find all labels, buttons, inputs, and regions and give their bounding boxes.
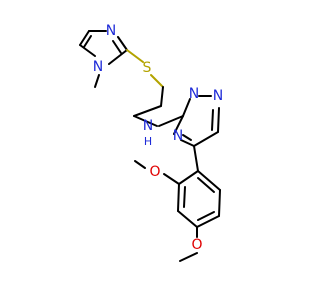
bond-triazine-c3-n2 <box>182 98 191 117</box>
bond-benzene-c5-c6 <box>218 189 221 217</box>
atom-triazine-n2: N <box>189 86 199 102</box>
bond-para-o-methyl <box>179 252 198 262</box>
atom-triazine-n1: N <box>213 88 223 104</box>
bond-triazine-c6-c5 <box>193 131 219 147</box>
bond-benzene-c2-c3 <box>177 183 180 212</box>
atom-imidazole-n3: N <box>106 23 116 39</box>
bond-triazine-aryl <box>193 145 199 172</box>
bond-triazine-n4-c3 <box>173 115 184 135</box>
bond-ch2-ch2 <box>160 86 164 107</box>
bond-benzene-c1-c2 <box>178 170 199 185</box>
bond-imidazole-c2-n1 <box>108 49 128 65</box>
atom-amine-h: H <box>144 135 152 148</box>
bond-benzene-c4-c5-double <box>197 211 215 221</box>
atom-imidazole-n1: N <box>93 59 103 75</box>
bond-ch2-ch2-b <box>133 105 162 117</box>
bond-triazine-c5-n4-double <box>182 134 192 141</box>
bond-triazine-n1-c6-double <box>211 109 214 131</box>
bond-imidazole-n3-c2-double <box>112 40 122 54</box>
bond-benzene-c4-c5 <box>196 215 220 228</box>
atom-sulfur: S <box>143 60 152 76</box>
bond-ch2-amine-n <box>133 115 158 127</box>
atom-triazine-n4: N <box>173 128 183 144</box>
bond-imidazole-c5-c4-double <box>83 35 92 48</box>
bond-aryl-ortho-o <box>163 173 180 185</box>
bond-amine-triazine-c3 <box>158 115 184 127</box>
bond-benzene-c2-c3-double <box>183 186 186 208</box>
bond-methyl-imidazole-n <box>94 74 100 88</box>
bond-benzene-c6-c1-double <box>197 177 215 193</box>
bond-imidazole-n3-c2 <box>117 36 128 51</box>
bond-benzene-c3-c4 <box>177 210 198 228</box>
molecule-diagram: S N N N H N N N O O <box>79 23 223 262</box>
bond-sulfur-ch2 <box>150 74 164 88</box>
bond-imidazole-c2-sulfur <box>126 49 144 63</box>
bond-imidazole-c5-c4 <box>79 30 90 46</box>
atom-methoxy-ortho-o: O <box>149 164 160 180</box>
bond-benzene-c6-c1 <box>197 170 221 191</box>
bond-imidazole-n1-c5 <box>79 44 96 57</box>
atom-methoxy-para-o: O <box>191 237 202 253</box>
bond-triazine-c5-n4 <box>180 139 195 147</box>
bond-triazine-n1-c6 <box>217 107 220 133</box>
atom-amine-n: N <box>143 118 153 134</box>
bond-ortho-o-methyl <box>134 160 146 169</box>
